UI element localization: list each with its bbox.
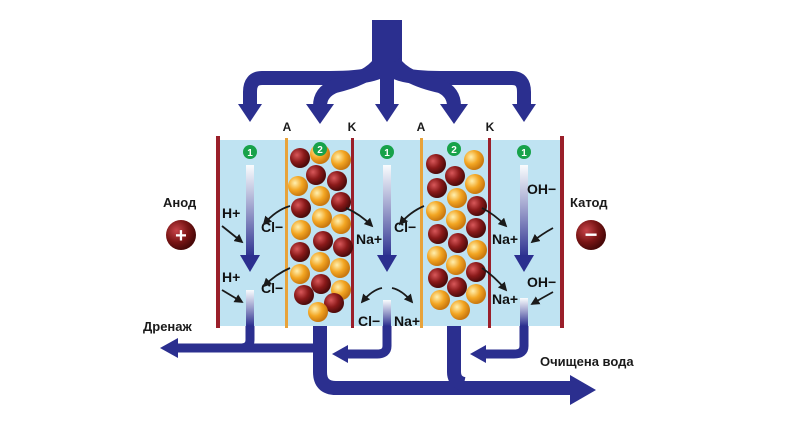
ion-na-plus-1: Na+ <box>356 231 382 247</box>
membrane-k-2 <box>488 138 491 328</box>
resin-beads-right <box>426 150 487 320</box>
ion-h-plus-2: H+ <box>222 269 240 285</box>
ion-oh-minus-1: OH− <box>527 181 556 197</box>
ion-na-plus-4: Na+ <box>492 291 518 307</box>
drain-arrowheads <box>160 338 486 363</box>
membrane-k-2-label: K <box>486 120 495 134</box>
chamber-badge-1: 1 <box>243 145 257 159</box>
anode-symbol: + <box>166 220 196 250</box>
ion-oh-minus-2: OH− <box>527 274 556 290</box>
drain-label: Дренаж <box>143 319 193 334</box>
product-arrowhead <box>570 375 596 405</box>
membrane-k-1-label: K <box>348 120 357 134</box>
ion-cl-minus-4: Cl− <box>358 313 380 329</box>
ion-cl-minus-2: Cl− <box>261 280 283 296</box>
ion-na-plus-2: Na+ <box>394 313 420 329</box>
ion-h-plus-1: H+ <box>222 205 240 221</box>
anode-plate <box>216 136 220 328</box>
svg-text:1: 1 <box>384 148 390 159</box>
internal-flow-arrows <box>240 165 534 326</box>
chamber-badges: 1 2 1 2 1 <box>243 142 531 159</box>
ion-migration-arrows <box>221 205 554 305</box>
purified-water-label: Очищена вода <box>540 354 634 369</box>
ion-cl-minus-1: Cl− <box>261 219 283 235</box>
membrane-a-1 <box>285 138 288 328</box>
chamber-badge-2: 2 <box>313 142 327 156</box>
chamber-badge-4: 2 <box>447 142 461 156</box>
cathode-label: Катод <box>570 195 608 210</box>
product-pipes <box>313 326 572 395</box>
cathode-symbol: − <box>576 220 606 250</box>
membrane-a-2-label: A <box>417 120 426 134</box>
ion-cl-minus-3: Cl− <box>394 219 416 235</box>
membranes <box>285 138 491 328</box>
plus-sign: + <box>175 225 187 247</box>
membrane-a-2 <box>420 138 423 328</box>
membrane-a-1-label: A <box>283 120 292 134</box>
svg-text:2: 2 <box>451 145 457 156</box>
anode-label: Анод <box>163 195 197 210</box>
chamber-badge-3: 1 <box>380 145 394 159</box>
minus-sign: − <box>585 222 598 247</box>
svg-text:2: 2 <box>317 145 323 156</box>
feed-arrowheads <box>238 104 536 124</box>
chamber-badge-5: 1 <box>517 145 531 159</box>
ion-labels: H+ H+ Cl− Cl− Na+ Cl− Cl− Na+ Na+ Na+ OH… <box>222 181 556 329</box>
svg-text:1: 1 <box>521 148 527 159</box>
svg-text:1: 1 <box>247 148 253 159</box>
feed-manifold <box>243 20 531 107</box>
cathode-plate <box>560 136 564 328</box>
membrane-k-1 <box>351 138 354 328</box>
ion-na-plus-3: Na+ <box>492 231 518 247</box>
